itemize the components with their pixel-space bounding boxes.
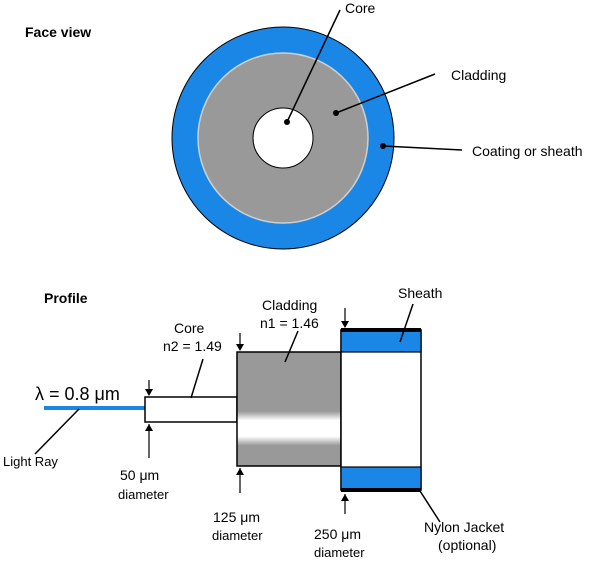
light-ray-leader-line — [34, 408, 80, 455]
jacket-note: (optional) — [438, 537, 496, 553]
sheath-bottom-arrow-head — [341, 494, 349, 501]
cladding-leader-line — [335, 73, 436, 114]
core-profile — [144, 396, 238, 423]
cladding-profile — [236, 351, 342, 467]
core-top-arrow-head — [145, 389, 153, 396]
cladding-diameter-word: diameter — [212, 528, 263, 543]
sheath-leader-line — [399, 303, 414, 343]
profile-heading: Profile — [44, 290, 88, 306]
core-diameter-value: 50 μm — [120, 467, 159, 483]
cladding-bottom-arrow-head — [236, 468, 244, 475]
sheath-bottom-band — [340, 466, 422, 490]
profile-cladding-index: n1 = 1.46 — [260, 315, 319, 331]
face-cladding-label: Cladding — [451, 67, 506, 83]
jacket-leader-line — [419, 490, 441, 523]
core-leader-line — [286, 9, 341, 123]
core-diameter-word: diameter — [118, 487, 169, 502]
profile-sheath-label: Sheath — [398, 285, 442, 301]
profile-cladding-label: Cladding — [262, 297, 317, 313]
light-ray-label: Light Ray — [3, 454, 58, 469]
face-coating-label: Coating or sheath — [472, 143, 583, 159]
core-leader-dot — [284, 119, 290, 125]
cladding-diameter-value: 125 μm — [213, 509, 260, 525]
cladding-leader-dot — [333, 110, 339, 116]
coating-leader-dot — [380, 143, 386, 149]
core-circle — [252, 107, 314, 169]
sheath-diameter-word: diameter — [314, 545, 365, 560]
sheath-top-band — [340, 329, 422, 353]
sheath-diameter-value: 250 μm — [314, 526, 361, 542]
cladding-top-arrow-head — [236, 344, 244, 351]
profile-core-index: n2 = 1.49 — [163, 338, 222, 354]
core-bottom-arrow-head — [145, 424, 153, 431]
core-profile-leader-line — [190, 358, 204, 399]
coating-leader-line — [382, 145, 463, 151]
face-view-heading: Face view — [25, 24, 91, 40]
cladding-profile-leader-line — [284, 330, 299, 363]
face-core-label: Core — [345, 0, 376, 16]
jacket-label: Nylon Jacket — [424, 519, 504, 535]
sheath-profile — [340, 329, 422, 491]
wavelength-label: λ = 0.8 μm — [35, 384, 120, 404]
sheath-top-arrow-head — [341, 321, 349, 328]
profile-core-label: Core — [174, 320, 205, 336]
